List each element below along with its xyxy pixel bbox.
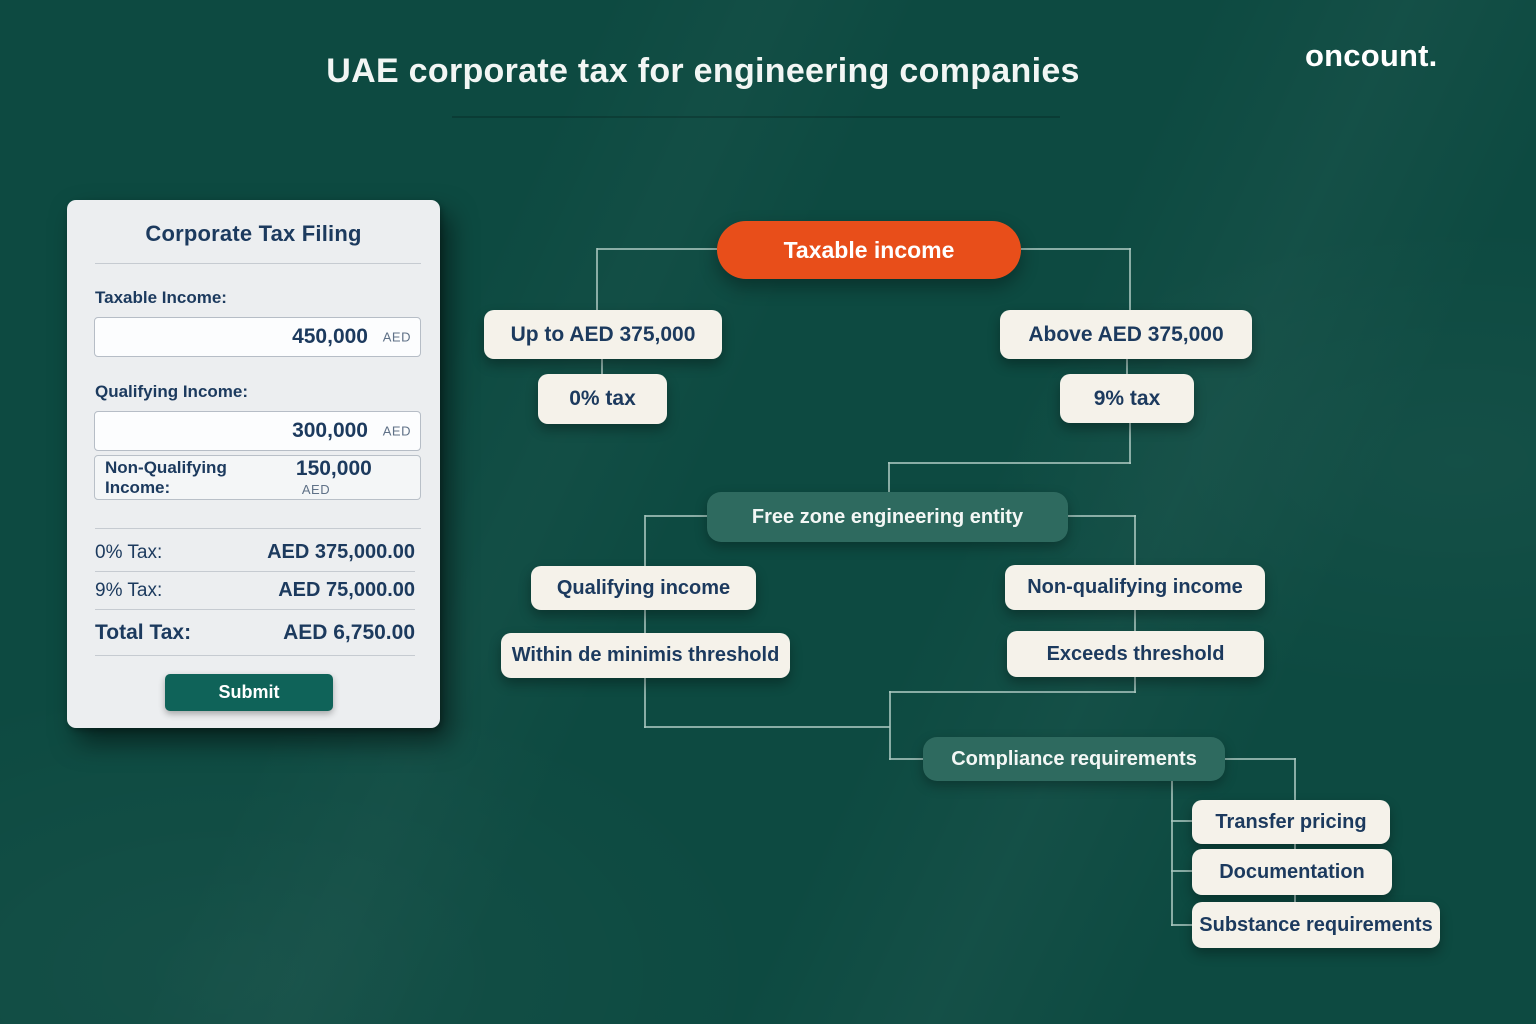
connector-line (644, 677, 646, 728)
connector-line (1171, 870, 1193, 872)
aed-unit: AED (382, 423, 411, 439)
exceeds-threshold-node: Exceeds threshold (1007, 631, 1264, 677)
non-qualifying-income-row: Non-Qualifying Income: 150,000 AED (94, 455, 421, 500)
oncount-logo: oncount. (1305, 38, 1438, 73)
non-qualifying-income-node: Non-qualifying income (1005, 565, 1265, 610)
connector-line (1021, 248, 1131, 250)
title-divider (452, 116, 1060, 118)
substance-requirements-node: Substance requirements (1192, 902, 1440, 948)
connector-line (597, 248, 717, 250)
connector-line (1134, 610, 1136, 631)
connector-line (1171, 924, 1193, 926)
connector-line (644, 515, 646, 566)
qualifying-income-field: AED (94, 411, 421, 451)
nine-percent-tax-row: 9% Tax: AED 75,000.00 (95, 572, 415, 610)
connector-line (1068, 515, 1136, 517)
connector-line (888, 462, 890, 492)
transfer-pricing-node: Transfer pricing (1192, 800, 1390, 844)
connector-line (596, 248, 598, 310)
taxable-income-input[interactable] (94, 317, 421, 357)
non-qualifying-income-value: 150,000 (295, 456, 372, 480)
connector-line (1126, 359, 1128, 374)
zero-percent-tax-node: 0% tax (538, 374, 667, 424)
above-threshold-node: Above AED 375,000 (1000, 310, 1252, 359)
submit-button[interactable]: Submit (165, 674, 333, 711)
connector-line (889, 691, 891, 760)
total-tax-label: Total Tax: (95, 620, 192, 644)
zero-percent-tax-row: 0% Tax: AED 375,000.00 (95, 534, 415, 572)
qualifying-income-node: Qualifying income (531, 566, 756, 610)
summary-divider (95, 528, 421, 529)
zero-percent-tax-value: AED 375,000.00 (267, 541, 415, 563)
taxable-income-field: AED (94, 317, 421, 357)
documentation-node: Documentation (1192, 849, 1392, 895)
connector-line (888, 462, 1131, 464)
connector-line (644, 610, 646, 633)
taxable-income-node: Taxable income (717, 221, 1021, 279)
connector-line (1129, 248, 1131, 310)
qualifying-income-label: Qualifying Income: (95, 382, 249, 401)
form-title-divider (95, 263, 421, 264)
non-qualifying-income-label: Non-Qualifying Income: (105, 457, 227, 497)
connector-line (889, 758, 925, 760)
page-title: UAE corporate tax for engineering compan… (326, 52, 1080, 90)
connector-line (1171, 820, 1193, 822)
connector-line (644, 726, 890, 728)
connector-line (1134, 677, 1136, 693)
connector-line (1225, 758, 1296, 760)
free-zone-entity-node: Free zone engineering entity (707, 492, 1068, 542)
form-title: Corporate Tax Filing (145, 221, 362, 246)
connector-line (1171, 780, 1173, 926)
connector-line (601, 359, 603, 375)
de-minimis-node: Within de minimis threshold (501, 633, 790, 678)
total-tax-row: Total Tax: AED 6,750.00 (95, 610, 415, 656)
nine-percent-tax-node: 9% tax (1060, 374, 1194, 423)
nine-percent-tax-value: AED 75,000.00 (278, 579, 415, 601)
aed-unit: AED (301, 481, 331, 497)
connector-line (1134, 515, 1136, 565)
connector-line (645, 515, 707, 517)
connector-line (889, 691, 1136, 693)
connector-line (1129, 423, 1131, 464)
aed-unit: AED (382, 329, 411, 345)
qualifying-income-input[interactable] (94, 411, 421, 451)
up-to-threshold-node: Up to AED 375,000 (484, 310, 722, 359)
zero-percent-tax-label: 0% Tax: (95, 541, 163, 563)
total-tax-value: AED 6,750.00 (283, 620, 415, 644)
compliance-requirements-node: Compliance requirements (923, 737, 1225, 781)
corporate-tax-filing-card: Corporate Tax Filing Taxable Income: AED… (67, 200, 440, 728)
nine-percent-tax-label: 9% Tax: (95, 579, 163, 601)
taxable-income-label: Taxable Income: (95, 288, 227, 307)
